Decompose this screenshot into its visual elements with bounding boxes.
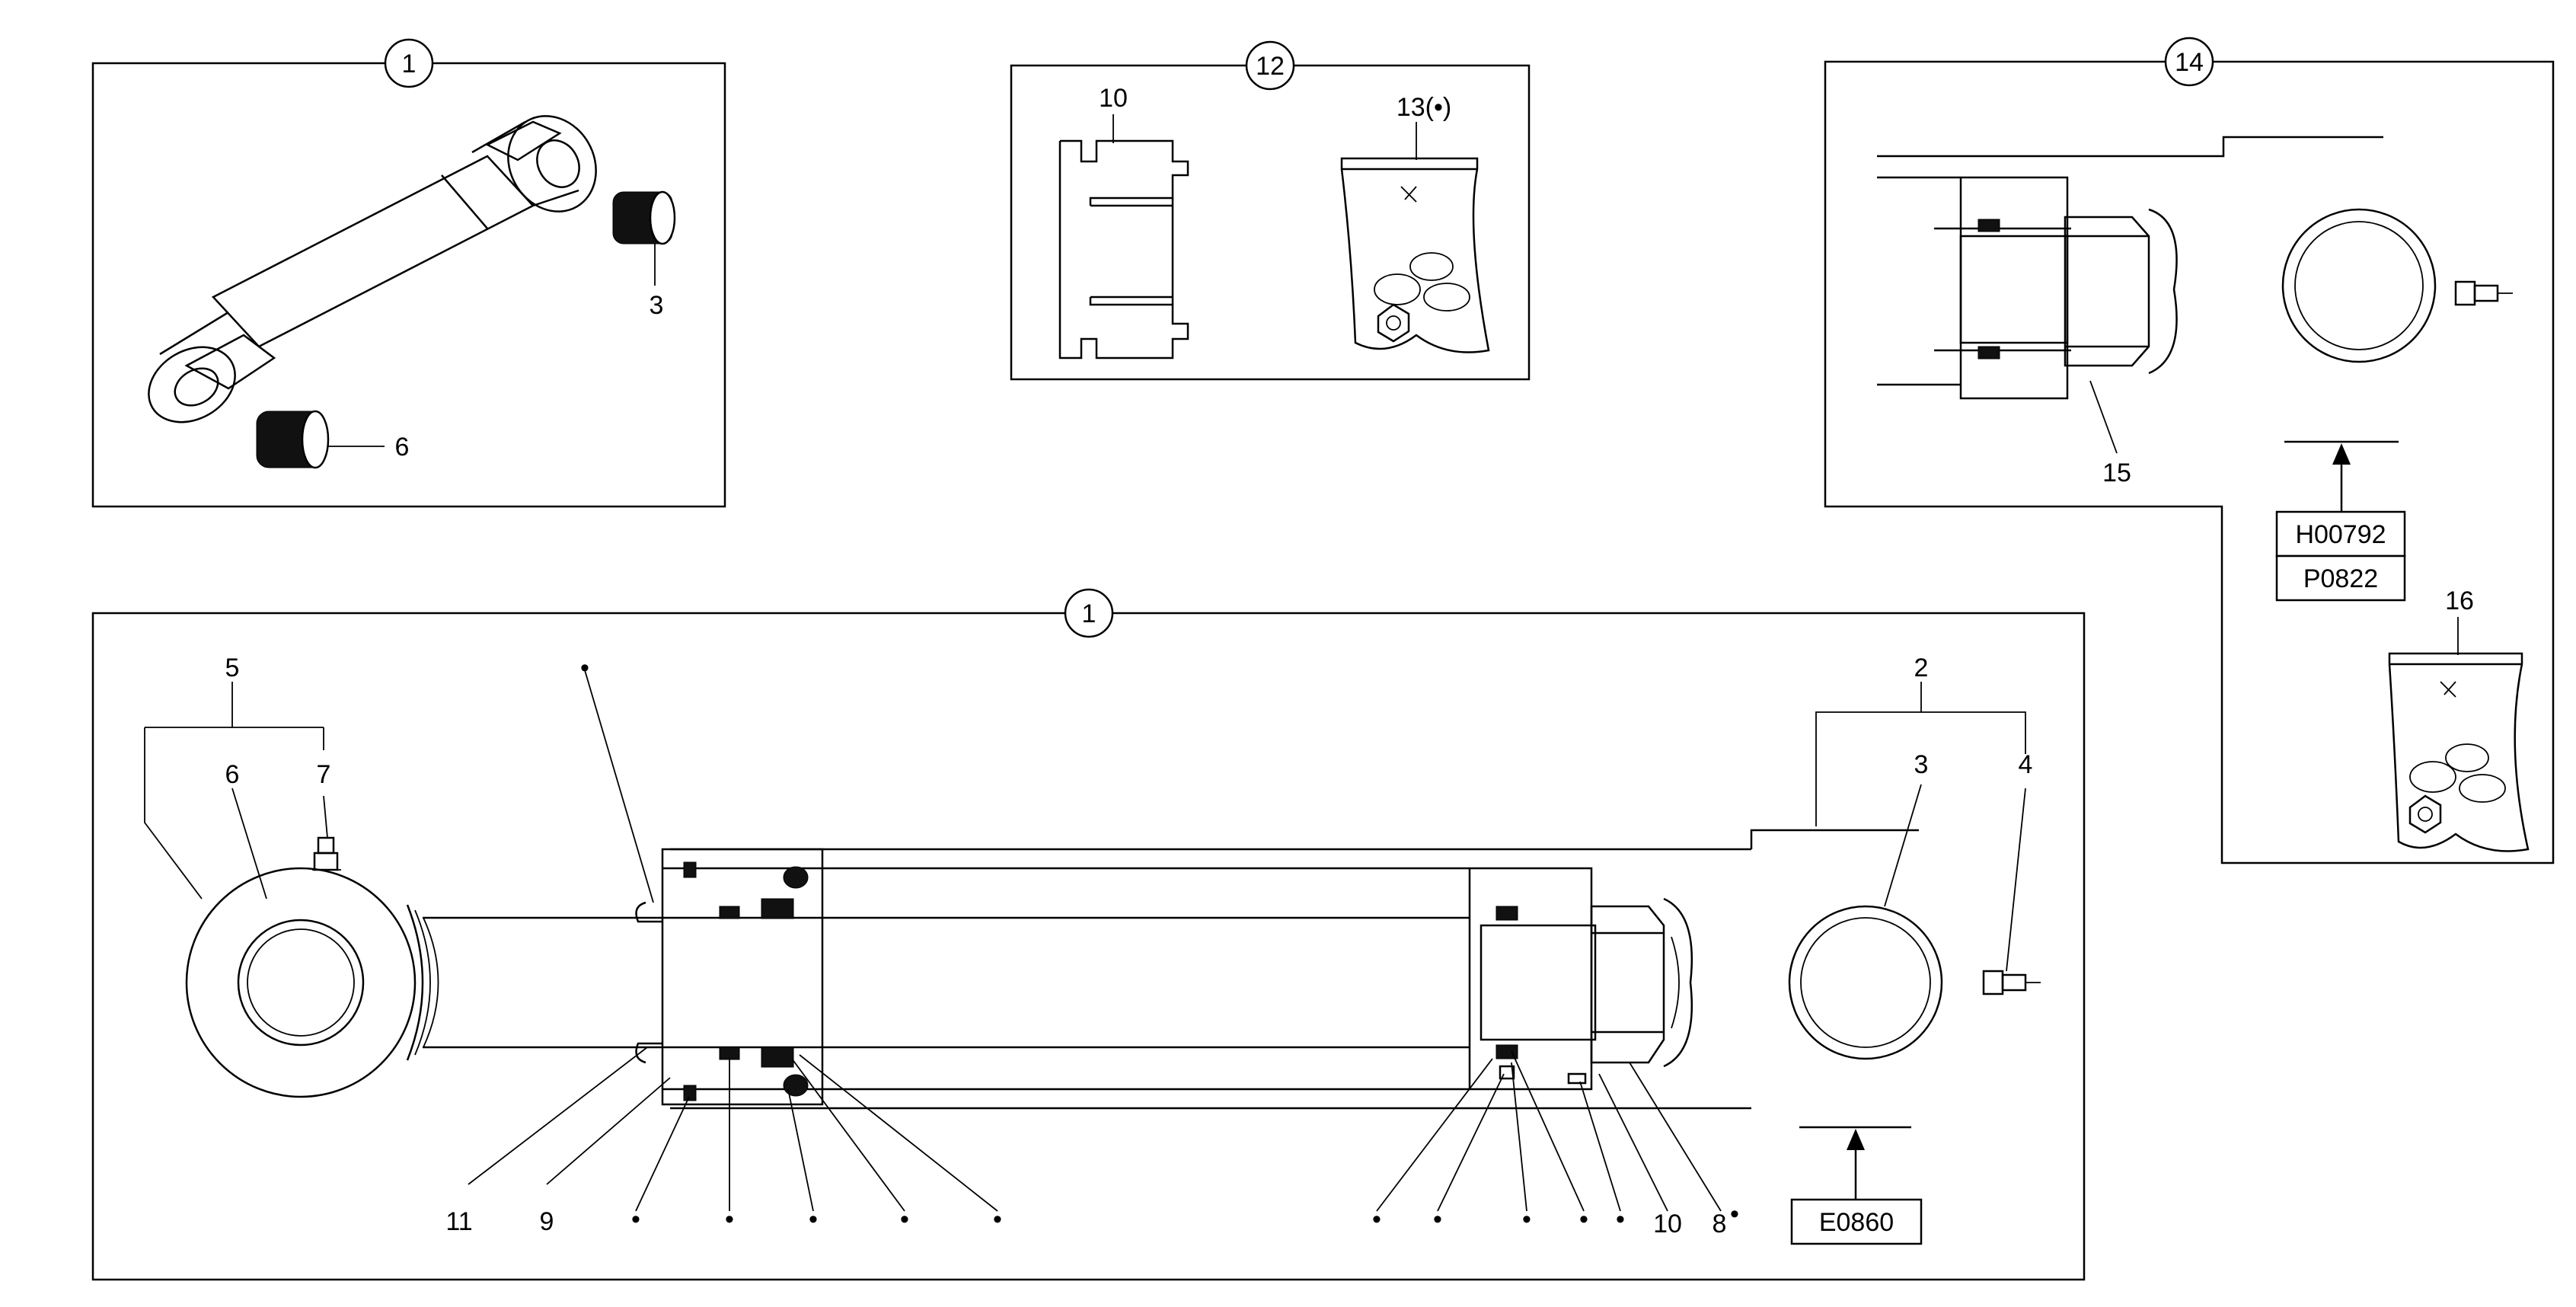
panel-number-12: 12 — [1256, 52, 1285, 81]
callout-3-main: 3 — [1914, 750, 1929, 779]
callout-3: 3 — [650, 291, 664, 320]
callout-9: 9 — [540, 1207, 554, 1236]
callout-4: 4 — [2019, 750, 2033, 779]
cylinder-section-drawing — [185, 829, 2041, 1110]
callout-13: 13(•) — [1397, 93, 1451, 122]
callout-dot-b7: • — [1433, 1205, 1442, 1234]
callout-dot-b8: • — [1522, 1205, 1531, 1234]
callout-8: 8 — [1713, 1210, 1727, 1238]
seal-kit-bag-16-drawing — [2388, 652, 2530, 852]
callout-16: 16 — [2445, 586, 2474, 615]
callout-10-main: 10 — [1653, 1210, 1682, 1238]
panel-cylinder-overview: 1 3 6 — [91, 38, 726, 508]
callout-6-main: 6 — [225, 760, 240, 789]
cylinder-perspective-drawing — [148, 115, 597, 423]
reference-marker-top-right — [2275, 440, 2406, 602]
panel-number-1-main: 1 — [1082, 599, 1096, 628]
callout-11: 11 — [445, 1207, 472, 1236]
callout-2: 2 — [1914, 654, 1929, 682]
bushing-6-drawing — [256, 410, 330, 469]
callout-dot-b5: • — [993, 1205, 1002, 1234]
callout-6-top: 6 — [395, 433, 410, 462]
callout-dot-b10: • — [1616, 1205, 1625, 1234]
callout-dot-b3: • — [809, 1205, 818, 1234]
callout-dot-b2: • — [725, 1205, 734, 1234]
callout-7: 7 — [317, 760, 331, 789]
rod-end-detail-drawing — [1877, 136, 2513, 400]
reference-marker-main — [1790, 1126, 1923, 1245]
panel-number-1-top: 1 — [402, 50, 417, 78]
callout-dot-8: • — [1730, 1200, 1739, 1229]
callout-dot-b9: • — [1579, 1205, 1588, 1234]
callout-dot-b1: • — [631, 1205, 640, 1234]
callout-5: 5 — [225, 654, 240, 682]
piston-drawing — [1058, 139, 1189, 360]
callout-10-top: 10 — [1099, 84, 1128, 113]
seal-kit-bag-drawing — [1340, 157, 1490, 353]
reference-code-h00792: H00792 — [2295, 520, 2386, 549]
panel-piston-kit: 12 10 13(•) — [1010, 40, 1531, 381]
panel-cylinder-section: 1 — [91, 588, 2086, 1281]
callout-dot-top: • — [580, 654, 589, 682]
panel-number-14: 14 — [2175, 48, 2204, 77]
reference-code-e0860: E0860 — [1819, 1208, 1894, 1237]
callout-dot-b4: • — [900, 1205, 909, 1234]
callout-15: 15 — [2102, 459, 2131, 487]
callout-leaders-left — [144, 669, 654, 903]
callout-leaders-right — [1815, 682, 2026, 972]
bushing-3-drawing — [612, 190, 676, 245]
panel-rod-end-detail: 14 15 — [1824, 37, 2555, 864]
reference-code-p0822: P0822 — [2303, 564, 2378, 593]
callout-leaders-bottom — [468, 1047, 1722, 1212]
callout-dot-b6: • — [1372, 1205, 1381, 1234]
